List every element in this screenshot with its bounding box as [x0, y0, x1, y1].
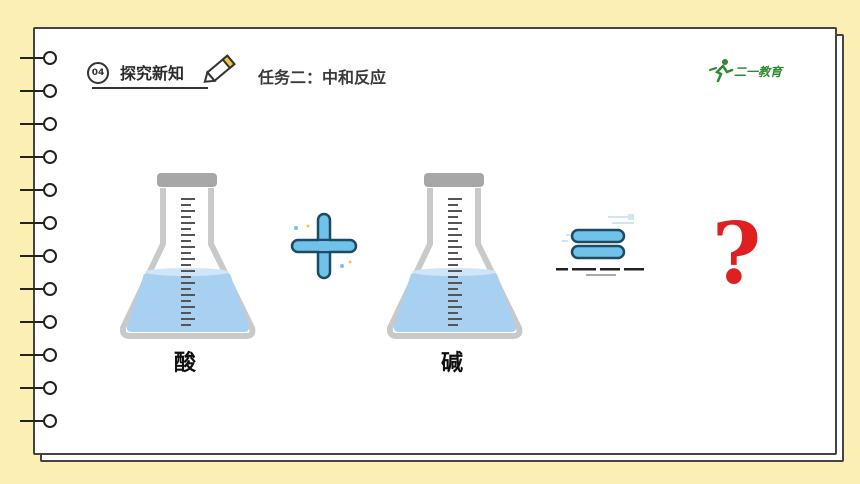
acid-flask [119, 173, 256, 339]
section-label: 探究新知 [120, 64, 185, 83]
logo-text: 二一教育 [734, 65, 783, 79]
section-number-badge: 04 [87, 62, 109, 84]
task-title: 任务二：中和反应 [258, 68, 387, 87]
base-flask [386, 173, 523, 339]
base-label: 碱 [441, 351, 464, 376]
running-person-icon [709, 59, 734, 83]
pencil-icon [203, 54, 236, 83]
section-underline [92, 87, 208, 89]
result-question-mark: ? [712, 204, 762, 303]
acid-label: 酸 [174, 351, 197, 376]
plus-icon [290, 212, 358, 280]
equals-icon [556, 214, 644, 276]
